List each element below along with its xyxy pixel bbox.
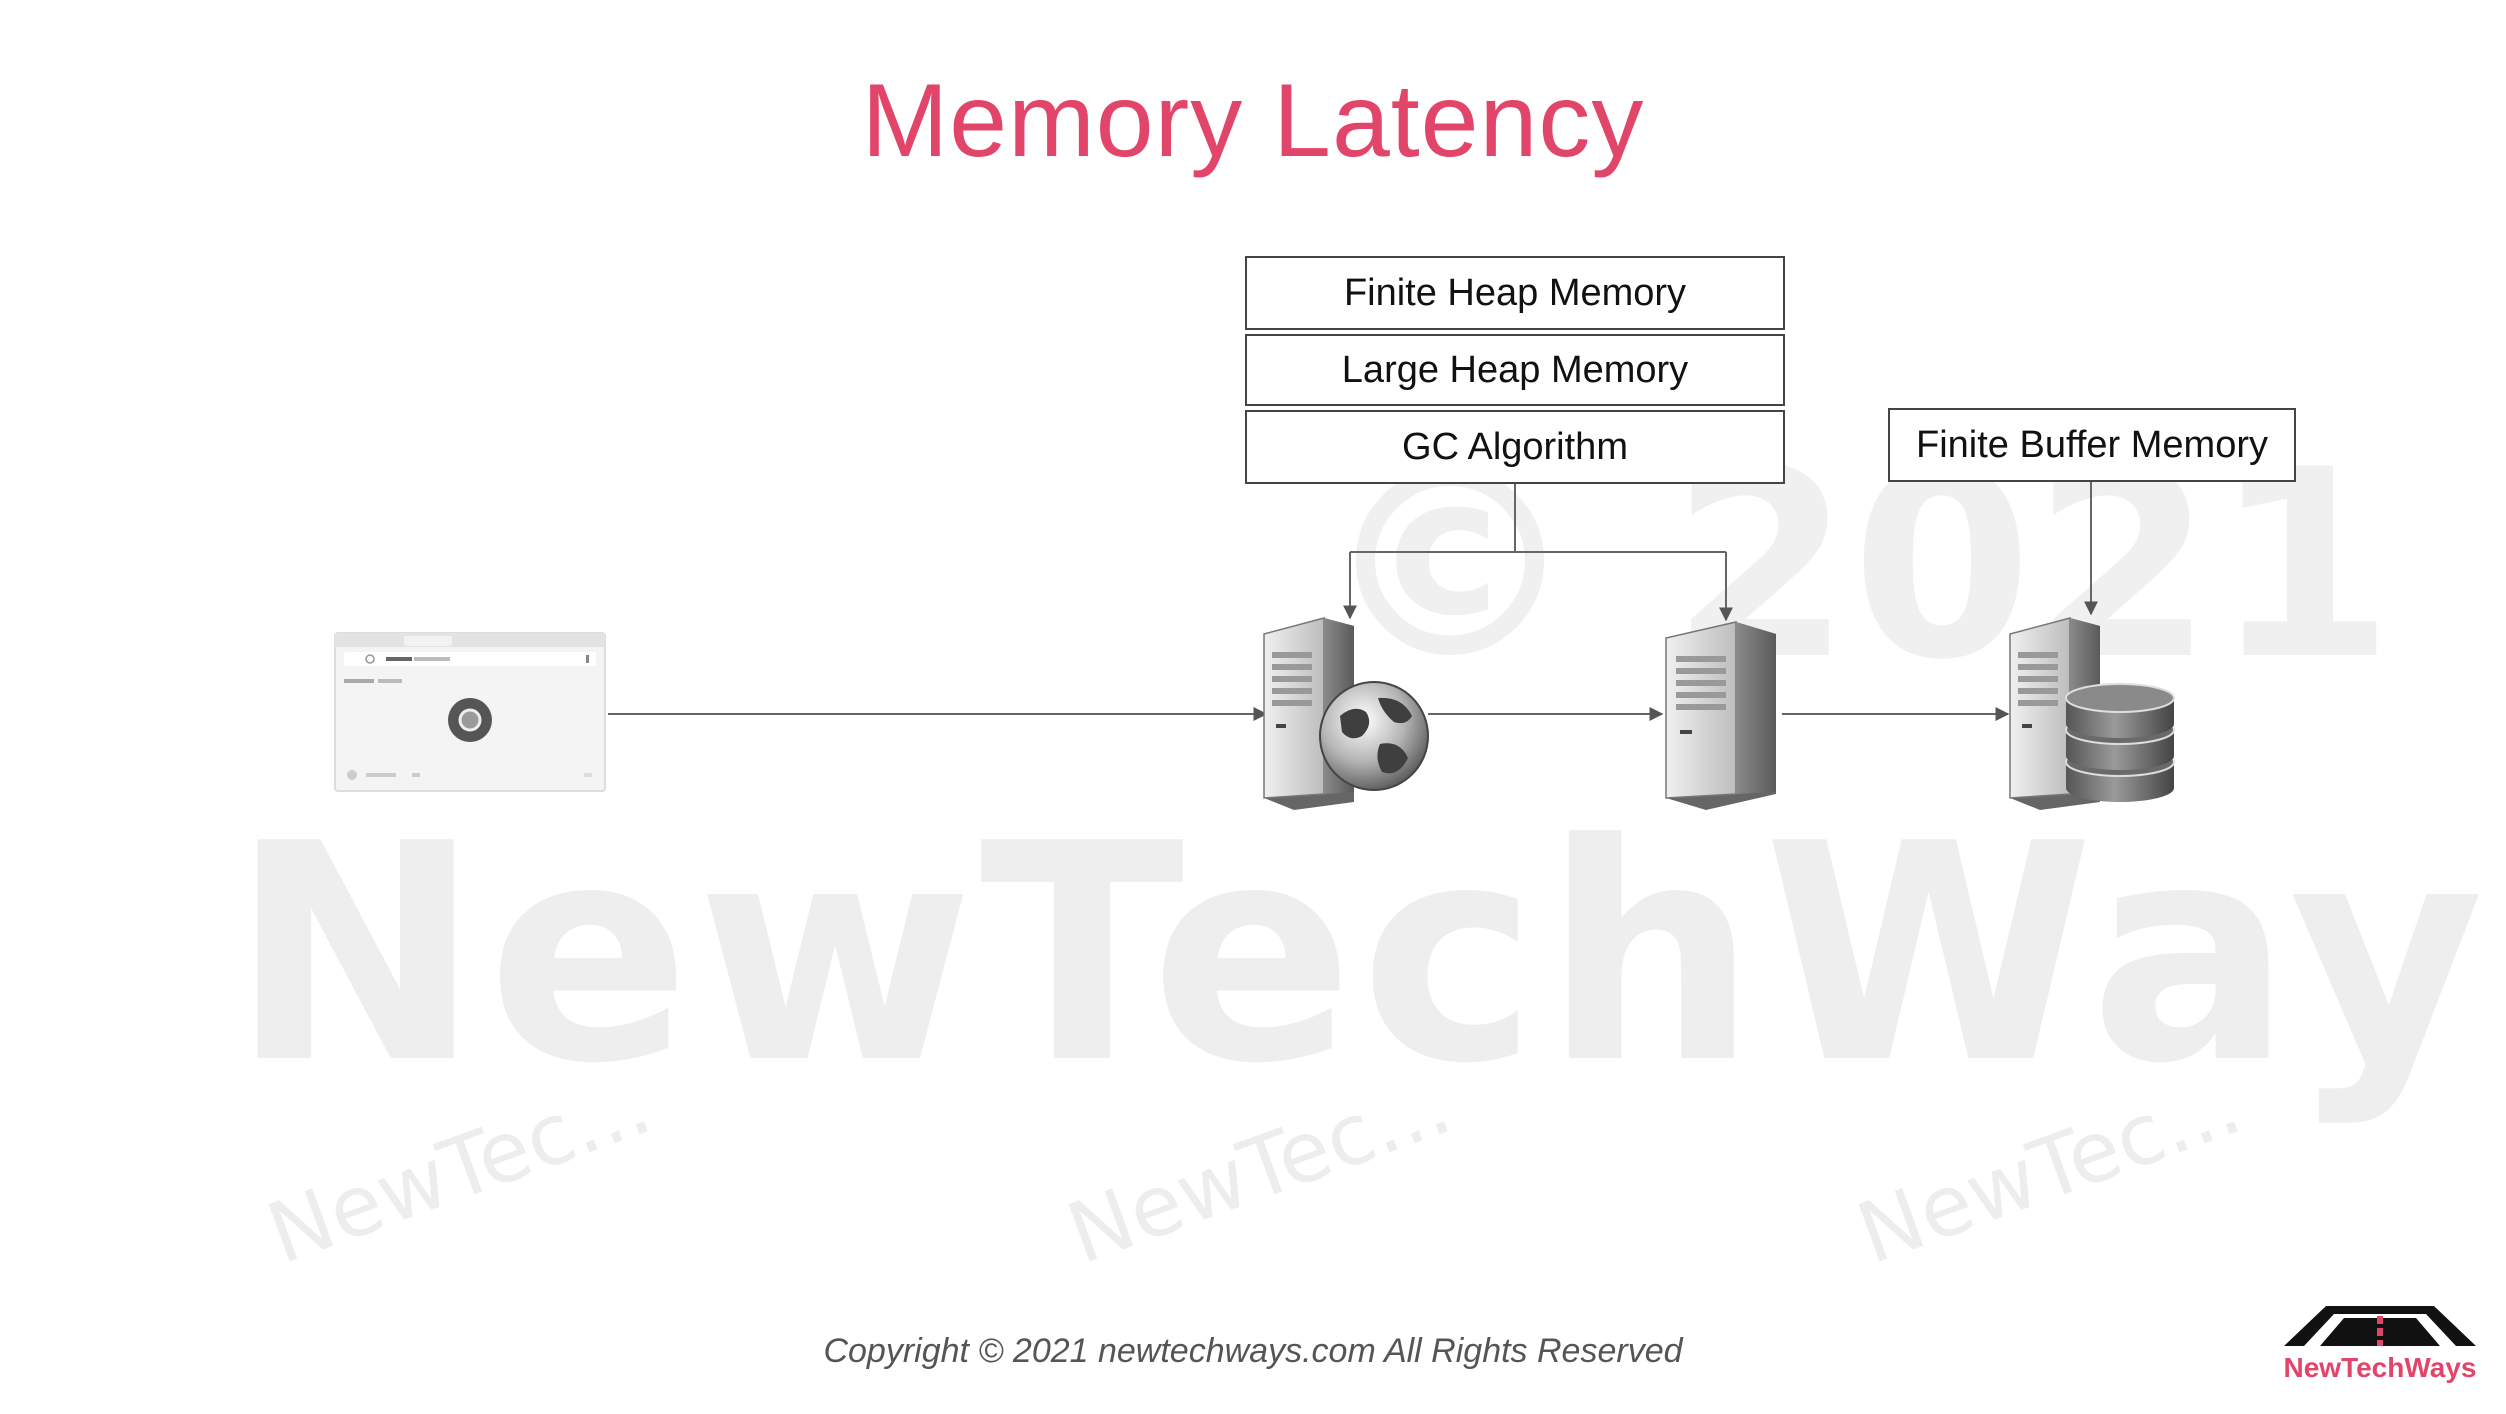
finite-heap-memory-box: Finite Heap Memory bbox=[1245, 256, 1785, 330]
brand-watermark: NewTechWays bbox=[230, 780, 2506, 1129]
brand-logo-icon bbox=[2284, 1306, 2476, 1346]
copyright-footer: Copyright © 2021 newtechways.com All Rig… bbox=[823, 1332, 1683, 1370]
gc-algorithm-box: GC Algorithm bbox=[1245, 410, 1785, 484]
page-title: Memory Latency bbox=[861, 63, 1645, 179]
web-server-globe-icon bbox=[1263, 617, 1429, 810]
finite-buffer-memory-box: Finite Buffer Memory bbox=[1888, 408, 2296, 482]
large-heap-memory-box: Large Heap Memory bbox=[1245, 334, 1785, 406]
browser-window-icon bbox=[334, 632, 606, 792]
app-server-icon bbox=[1665, 621, 1776, 810]
brand-logo-text: NewTechWays bbox=[2283, 1352, 2477, 1383]
database-server-icon bbox=[2009, 617, 2175, 810]
